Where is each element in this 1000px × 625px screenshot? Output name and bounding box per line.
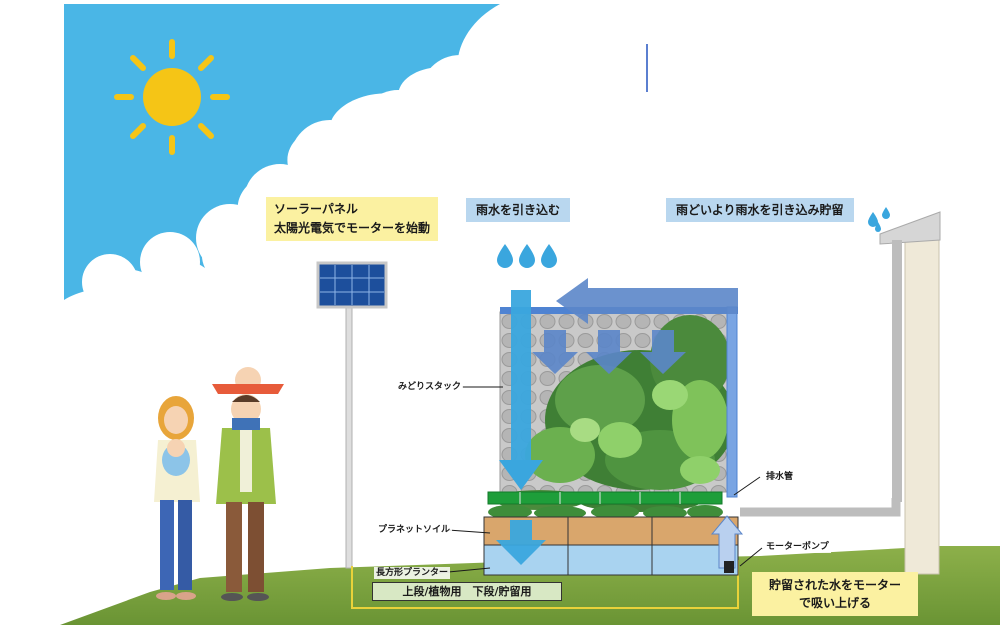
mother-with-baby bbox=[154, 396, 200, 600]
water-stream bbox=[511, 290, 531, 462]
return-pipe bbox=[726, 306, 738, 498]
flow-arrows-down bbox=[532, 330, 686, 374]
downspout bbox=[892, 240, 902, 502]
rain-drops-icon bbox=[497, 244, 557, 268]
planter-down-arrow bbox=[496, 520, 546, 565]
water-stream-arrow bbox=[499, 460, 543, 490]
father-with-child bbox=[212, 367, 284, 601]
stack-label: みどりスタック bbox=[396, 381, 464, 393]
sun-icon bbox=[114, 39, 230, 155]
drain-pipe-label: 排水管 bbox=[764, 471, 796, 483]
roof-gutter bbox=[879, 211, 941, 245]
pump-note-line2: で吸い上げる bbox=[798, 596, 871, 610]
solar-pole bbox=[345, 305, 353, 569]
rain-in-label: 雨水を引き込む bbox=[466, 198, 571, 222]
water-drops-icon bbox=[868, 207, 890, 232]
gutter-label: 雨どいより雨水を引き込み貯留 bbox=[666, 198, 854, 222]
drain-pipe bbox=[487, 491, 723, 505]
solar-panel bbox=[316, 261, 388, 309]
solar-desc: 太陽光電気でモーターを始動 bbox=[274, 221, 431, 235]
pump-up-arrow bbox=[710, 515, 744, 569]
planter-label: 長方形プランター bbox=[374, 567, 451, 579]
solar-wire bbox=[351, 560, 739, 609]
sky bbox=[64, 4, 500, 300]
motor-pump bbox=[724, 561, 734, 573]
pump-note-line1: 貯留された水をモーター bbox=[768, 578, 901, 592]
planter-levels-label: 上段/植物用 下段/貯留用 bbox=[372, 582, 562, 601]
solar-panel-label: ソーラーパネル 太陽光電気でモーターを始動 bbox=[266, 197, 439, 241]
pump-note: 貯留された水をモーター で吸い上げる bbox=[752, 572, 918, 616]
motor-pump-label: モーターポンプ bbox=[764, 541, 831, 553]
planet-soil-label: プラネットソイル bbox=[376, 524, 453, 536]
house-wall bbox=[904, 231, 940, 575]
solar-title: ソーラーパネル bbox=[274, 202, 358, 216]
downspout-elbow bbox=[740, 498, 901, 517]
flow-arrow-left bbox=[556, 278, 738, 324]
